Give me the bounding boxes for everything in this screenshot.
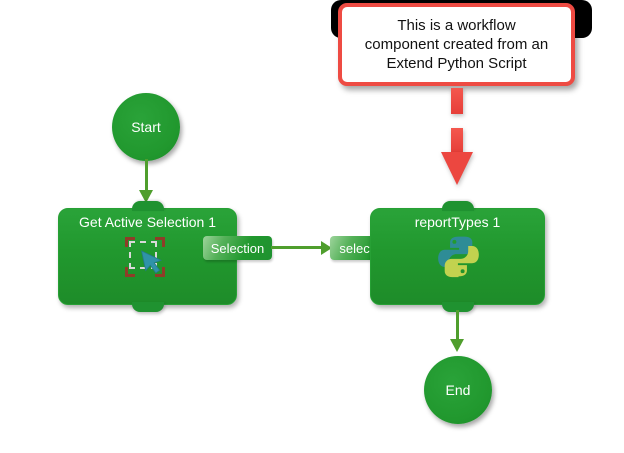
arrow-down-icon [450, 339, 464, 352]
corner-bracket [155, 237, 165, 247]
annotation-line: This is a workflow [397, 17, 516, 34]
input-notch [132, 201, 164, 211]
connector-start-to-selection[interactable] [145, 159, 148, 191]
annotation-arrow-segment [451, 128, 463, 152]
connector-selection-to-python[interactable] [271, 246, 322, 249]
corner-bracket [125, 267, 135, 277]
python-icon [438, 236, 479, 278]
annotation-line: component created from an [364, 36, 549, 53]
start-node[interactable]: Start [112, 93, 180, 161]
end-node-label: End [445, 382, 471, 398]
node-title: Get Active Selection 1 [79, 214, 216, 230]
node-title: reportTypes 1 [414, 214, 501, 230]
annotation-arrow-segment [451, 88, 463, 114]
cursor-arrow-icon [141, 250, 162, 274]
annotation-line: Extend Python Script [386, 55, 527, 72]
input-notch [442, 201, 474, 211]
corner-bracket [155, 267, 165, 277]
connector-python-to-end[interactable] [456, 310, 459, 340]
corner-bracket [125, 237, 135, 247]
node-get-active-selection[interactable]: Get Active Selection 1 [58, 201, 237, 312]
node-report-types[interactable]: reportTypes 1 [370, 201, 545, 312]
arrow-right-icon [321, 241, 332, 255]
output-port-selection[interactable]: Selection [203, 236, 272, 260]
output-notch [442, 302, 474, 312]
start-node-label: Start [131, 119, 161, 135]
arrow-down-icon [139, 190, 153, 203]
annotation-arrow-head-icon [441, 152, 473, 185]
annotation-callout[interactable]: This is a workflow component created fro… [338, 3, 575, 86]
selection-cursor-icon [125, 237, 165, 277]
port-label: Selection [210, 240, 265, 256]
selection-marquee [129, 241, 157, 269]
output-notch [132, 302, 164, 312]
end-node[interactable]: End [424, 356, 492, 424]
